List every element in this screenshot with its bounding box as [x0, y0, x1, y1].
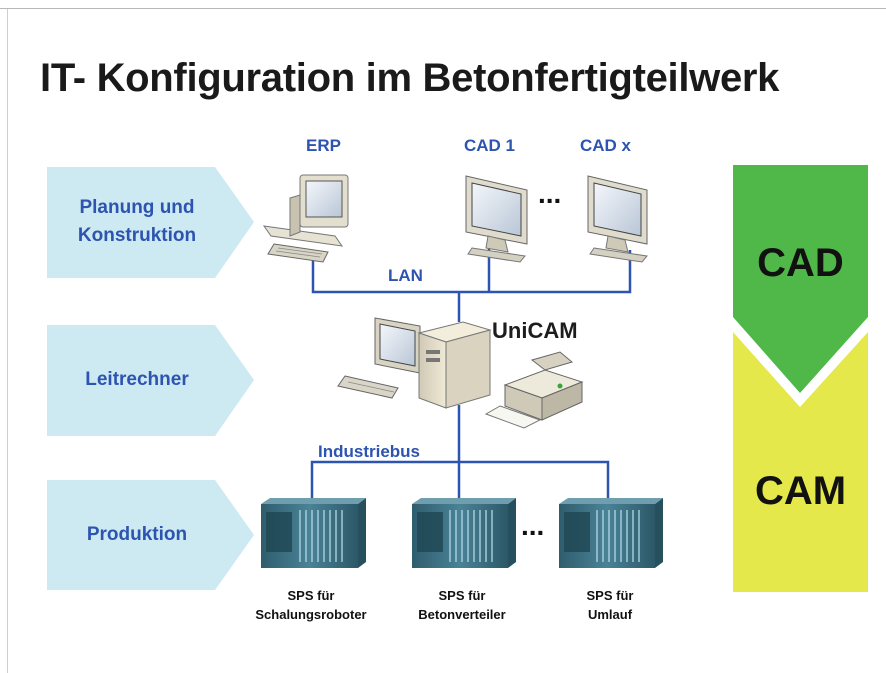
plc-label-betonverteiler: SPS für Betonverteiler	[392, 586, 532, 624]
lan-label: LAN	[388, 266, 423, 285]
plc-label-line1: SPS für	[438, 588, 486, 603]
stage-label-planning-line2: Konstruktion	[77, 225, 197, 246]
plc-rack-icon	[412, 498, 516, 568]
stage-label-planning-line1: Planung und	[79, 197, 195, 218]
frame-border-top	[0, 8, 886, 9]
plc-label-line2: Betonverteiler	[418, 607, 506, 622]
desktop-pc-icon	[262, 174, 349, 263]
cam-phase-label: CAM	[754, 469, 847, 513]
erp-label: ERP	[306, 136, 341, 155]
cad-phase-shape	[733, 165, 868, 393]
plc-label-line2: Schalungsroboter	[255, 607, 367, 622]
printer-icon	[484, 351, 584, 429]
server-tower-icon	[417, 321, 492, 409]
cadx-label: CAD x	[580, 136, 632, 155]
frame-border-left	[7, 9, 8, 673]
plc-label-line1: SPS für	[287, 588, 335, 603]
ellipsis-plc: ...	[521, 510, 545, 541]
stage-label-leitrechner: Leitrechner	[85, 369, 189, 390]
plc-label-schalungsroboter: SPS für Schalungsroboter	[236, 586, 386, 624]
stage-arrow-leitrechner	[47, 325, 254, 436]
ellipsis-cad: ...	[538, 178, 562, 209]
monitor-icon	[374, 317, 421, 374]
monitor-icon	[465, 175, 528, 263]
cam-phase-shape	[733, 332, 868, 592]
page-title: IT- Konfiguration im Betonfertigteilwerk	[40, 56, 780, 100]
plc-rack-icon	[559, 498, 663, 568]
cad1-label: CAD 1	[464, 136, 516, 155]
plc-rack-icon	[261, 498, 366, 568]
stage-label-production: Produktion	[86, 524, 188, 545]
keyboard-icon	[337, 375, 399, 399]
cad-phase-label: CAD	[757, 241, 844, 285]
industriebus-lines	[310, 405, 610, 502]
unicam-label: UniCAM	[492, 318, 578, 343]
stage-arrow-planning	[47, 167, 254, 278]
stage-arrow-production	[47, 480, 254, 590]
plc-label-umlauf: SPS für Umlauf	[560, 586, 660, 624]
plc-label-line2: Umlauf	[587, 607, 633, 622]
stage-label-planning: Planung und Konstruktion	[47, 194, 227, 250]
industriebus-label: Industriebus	[318, 442, 421, 461]
plc-label-line1: SPS für	[586, 588, 634, 603]
monitor-icon	[587, 175, 648, 263]
